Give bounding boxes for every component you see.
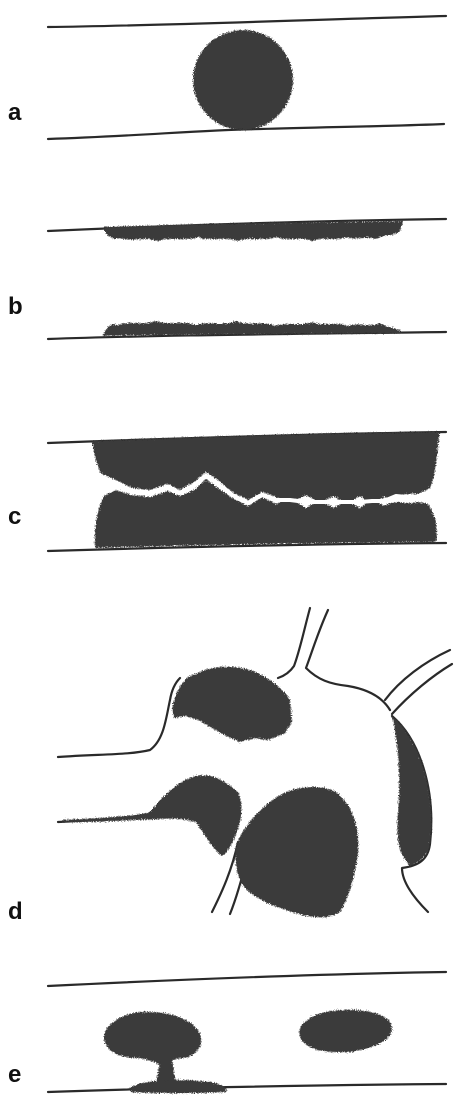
panel-label-e: e bbox=[8, 1063, 21, 1087]
branch-wall-top-right bbox=[306, 610, 390, 710]
thrombus-lower-center bbox=[235, 787, 358, 917]
free-floating-embolus bbox=[299, 1010, 392, 1053]
thrombus-cap bbox=[104, 1012, 201, 1068]
branch-wall-left-upper bbox=[58, 678, 180, 757]
thrombus-lower-left bbox=[62, 775, 242, 856]
panel-b bbox=[48, 219, 446, 339]
panel-label-d: d bbox=[8, 900, 23, 924]
panel-label-c: c bbox=[8, 505, 21, 529]
thrombus-base bbox=[130, 1080, 226, 1093]
vessel-wall-top bbox=[48, 16, 446, 27]
branch-wall-right-upper-a bbox=[385, 650, 450, 700]
panel-label-b: b bbox=[8, 295, 23, 319]
panel-label-a: a bbox=[8, 101, 21, 125]
branch-wall-right-upper-b bbox=[392, 664, 452, 714]
vessel-wall-top bbox=[48, 972, 446, 986]
mural-layer-upper bbox=[103, 221, 403, 241]
panel-a bbox=[48, 16, 446, 139]
vessel-wall-bottom bbox=[48, 1084, 446, 1092]
panel-d bbox=[58, 608, 452, 917]
panel-c bbox=[48, 432, 446, 551]
thrombus-upper-bulb bbox=[172, 667, 292, 742]
spherical-thrombus bbox=[193, 30, 293, 130]
panel-e bbox=[48, 972, 446, 1093]
